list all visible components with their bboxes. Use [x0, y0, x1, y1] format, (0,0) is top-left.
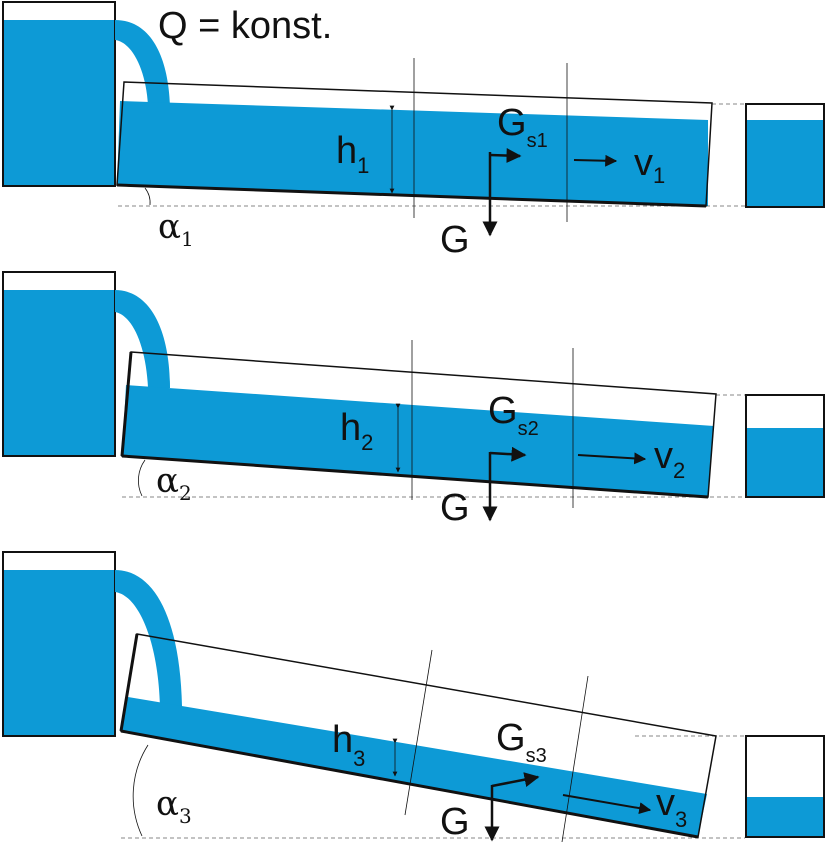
source-tank-2-water [3, 290, 115, 456]
gravity-label-3: G [440, 801, 470, 843]
tail-tank-1-water [746, 120, 824, 207]
slope-force-label-3: Gs3 [496, 717, 547, 767]
section-line-3b [561, 675, 589, 843]
source-tank-1-water [3, 20, 115, 186]
tail-tank-3 [745, 735, 825, 838]
velocity-label-2: v2 [654, 435, 685, 483]
angle-label-1: α1 [158, 207, 194, 251]
depth-label-2: h2 [340, 407, 373, 455]
velocity-arrow-2 [577, 452, 647, 465]
channel-water-3 [121, 697, 707, 837]
velocity-label-1: v1 [634, 142, 665, 188]
slope-force-label-1: Gs1 [497, 102, 548, 152]
angle-arc-2 [138, 459, 146, 497]
channel-water-1 [117, 101, 708, 206]
channel-water-2 [122, 385, 714, 497]
velocity-label-3: v3 [656, 782, 687, 832]
gravity-label-2: G [440, 487, 470, 529]
channel-1-bed [116, 183, 707, 208]
source-tank-3-water [3, 570, 115, 736]
tail-tank-3-water [746, 797, 824, 837]
panel-1: Q = konst. h1 Gs1 v1 G α1 [2, 1, 825, 261]
slope-force-label-2: Gs2 [488, 390, 539, 440]
tail-tank-1 [745, 103, 825, 208]
slope-force-arrow-2 [489, 446, 527, 462]
depth-label-3: h3 [332, 719, 365, 771]
inflow-jet-2 [115, 290, 170, 388]
depth-label-1: h1 [336, 130, 369, 178]
panel-2: h2 Gs2 v2 G α2 [2, 271, 825, 529]
panel-3: h3 Gs3 v3 G α3 [2, 551, 825, 843]
inflow-jet-3 [115, 570, 182, 706]
velocity-arrow-1 [573, 154, 618, 167]
source-tank-2 [2, 271, 116, 457]
source-tank-3 [2, 551, 116, 737]
angle-arc-3 [132, 744, 149, 837]
channel-2-bed [121, 454, 709, 499]
angle-label-2: α2 [156, 461, 192, 505]
section-line-3a [404, 649, 433, 816]
channel-2-inlet-wall [120, 351, 133, 457]
gravity-label-1: G [440, 219, 470, 261]
slope-force-arrow-1 [489, 148, 522, 164]
slope-force-arrow-3 [491, 772, 540, 788]
source-tank-1 [2, 1, 116, 187]
angle-arc-1 [144, 187, 151, 206]
tail-tank-2 [745, 394, 825, 498]
tail-tank-2-water [746, 428, 824, 497]
channel-3-inlet-wall [119, 633, 139, 732]
title-label: Q = konst. [158, 5, 332, 47]
channel-3-bed [120, 729, 699, 839]
velocity-arrow-3 [562, 794, 652, 815]
angle-label-3: α3 [156, 784, 192, 828]
